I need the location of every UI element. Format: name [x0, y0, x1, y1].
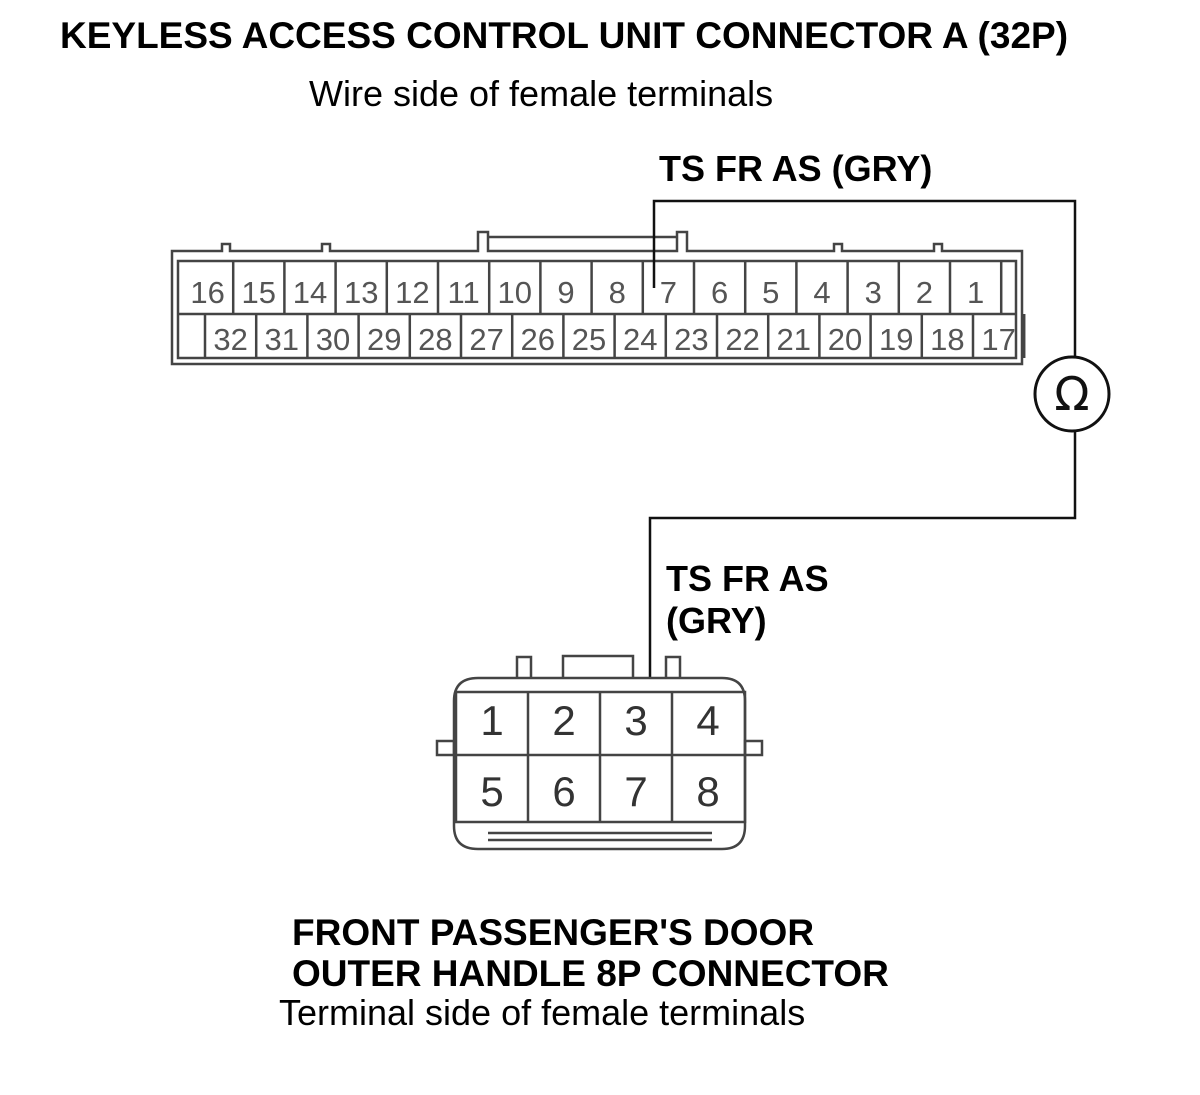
- terminal-a-29: 29: [367, 322, 401, 357]
- terminal-b-3: 3: [624, 697, 647, 744]
- terminal-a-14: 14: [293, 275, 327, 310]
- terminal-a-2: 2: [916, 275, 933, 310]
- terminal-a-16: 16: [190, 275, 224, 310]
- terminal-b-6: 6: [552, 768, 575, 815]
- terminal-a-30: 30: [316, 322, 350, 357]
- connector-b-title-line2: OUTER HANDLE 8P CONNECTOR: [292, 953, 889, 994]
- connector-b-subtitle: Terminal side of female terminals: [279, 992, 806, 1033]
- terminal-a-13: 13: [344, 275, 378, 310]
- connector-a-cavity-dividers: [203, 261, 1026, 358]
- terminal-b-2: 2: [552, 697, 575, 744]
- terminal-a-9: 9: [557, 275, 574, 310]
- terminal-a-12: 12: [395, 275, 429, 310]
- terminal-a-26: 26: [521, 322, 555, 357]
- terminal-b-8: 8: [696, 768, 719, 815]
- terminal-b-5: 5: [480, 768, 503, 815]
- connector-b-8p: [435, 654, 764, 851]
- terminal-a-7: 7: [660, 275, 677, 310]
- connector-b-bottom-row: 5 6 7 8: [480, 768, 719, 815]
- terminal-b-1: 1: [480, 697, 503, 744]
- terminal-a-21: 21: [777, 322, 811, 357]
- ohmmeter-icon: Ω: [1033, 355, 1111, 433]
- connector-a-title: KEYLESS ACCESS CONTROL UNIT CONNECTOR A …: [60, 15, 1069, 56]
- lead-to-32p-terminal: [652, 199, 1077, 360]
- terminal-a-31: 31: [265, 322, 299, 357]
- terminal-a-17: 17: [981, 322, 1015, 357]
- connector-a-subtitle: Wire side of female terminals: [309, 73, 774, 114]
- terminal-a-8: 8: [609, 275, 626, 310]
- terminal-a-20: 20: [828, 322, 862, 357]
- ohm-symbol: Ω: [1054, 367, 1089, 421]
- terminal-a-4: 4: [813, 275, 830, 310]
- terminal-b-7: 7: [624, 768, 647, 815]
- test-leads: [648, 199, 1077, 678]
- connector-b-title-line1: FRONT PASSENGER'S DOOR: [292, 912, 815, 953]
- terminal-a-18: 18: [930, 322, 964, 357]
- terminal-a-6: 6: [711, 275, 728, 310]
- connector-a-wire-label: TS FR AS (GRY): [659, 148, 933, 189]
- terminal-a-23: 23: [674, 322, 708, 357]
- terminal-a-24: 24: [623, 322, 657, 357]
- terminal-a-5: 5: [762, 275, 779, 310]
- terminal-a-32: 32: [213, 322, 247, 357]
- connector-b-wire-label-line1: TS FR AS: [666, 558, 829, 599]
- terminal-a-22: 22: [725, 322, 759, 357]
- connector-a-bottom-row: 32 31 30 29 28 27 26 25 24 23 22 21 20 19 18 17: [213, 322, 1015, 357]
- terminal-a-10: 10: [498, 275, 532, 310]
- lead-to-8p-terminal: [648, 430, 1077, 678]
- terminal-a-25: 25: [572, 322, 606, 357]
- terminal-b-4: 4: [696, 697, 719, 744]
- terminal-a-15: 15: [242, 275, 276, 310]
- terminal-a-11: 11: [448, 275, 480, 310]
- terminal-a-1: 1: [967, 275, 984, 310]
- terminal-a-27: 27: [469, 322, 503, 357]
- terminal-a-28: 28: [418, 322, 452, 357]
- connector-a-32p: [170, 230, 1024, 366]
- connector-b-top-row: 1 2 3 4: [480, 697, 719, 744]
- terminal-a-19: 19: [879, 322, 913, 357]
- terminal-a-3: 3: [865, 275, 882, 310]
- connector-b-wire-label-line2: (GRY): [666, 600, 767, 641]
